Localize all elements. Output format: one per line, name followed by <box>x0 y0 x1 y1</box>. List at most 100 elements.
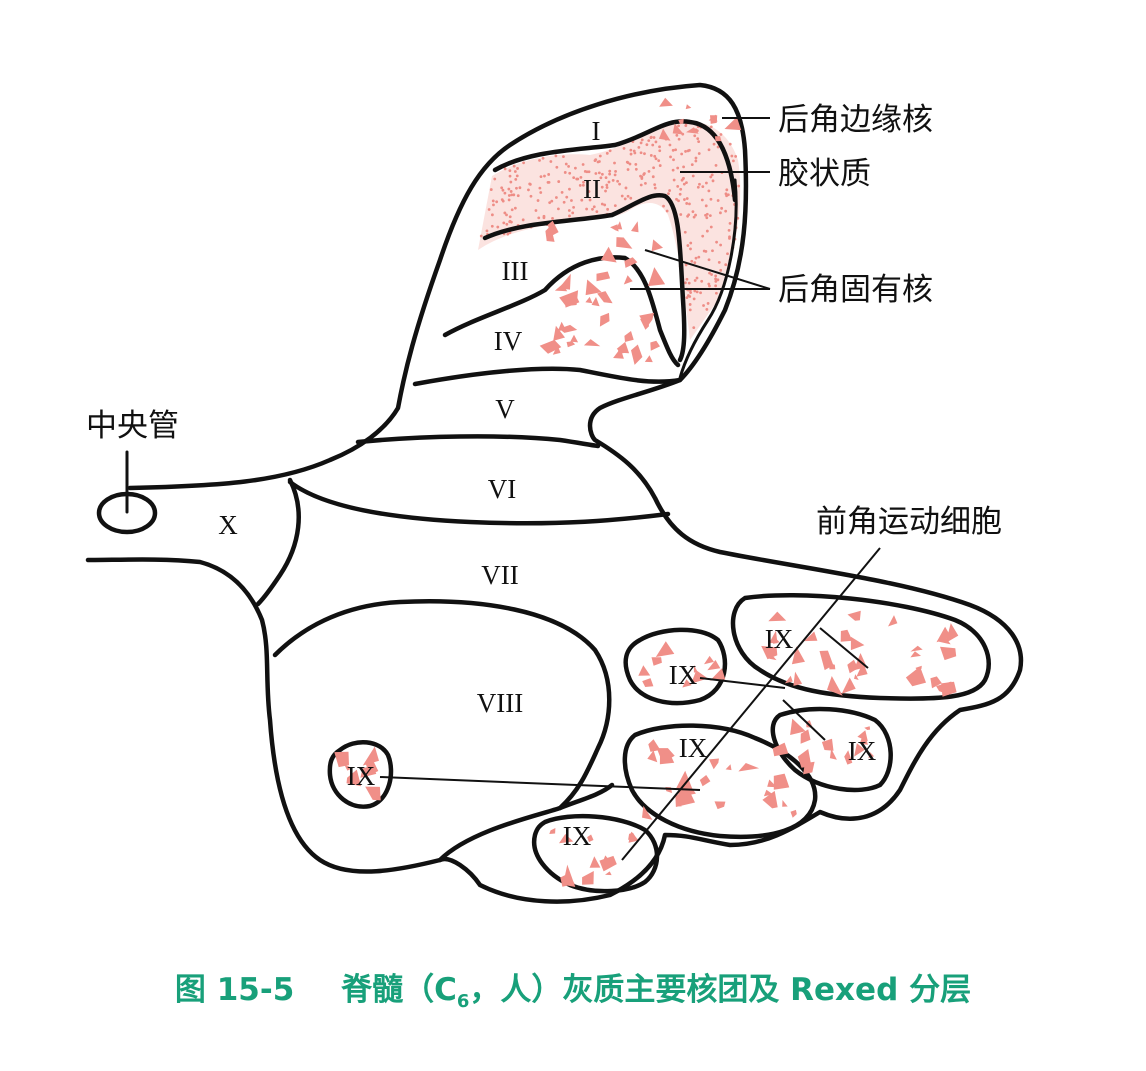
callout-nucleus-proprius: 后角固有核 <box>778 272 933 308</box>
stipple-dot <box>543 174 546 178</box>
stipple-dot <box>653 154 657 158</box>
boundary-dorsal-edge <box>678 178 738 380</box>
nucleus-fragment <box>704 655 714 665</box>
stipple-dot <box>574 166 577 170</box>
leader-motor-a <box>621 547 881 861</box>
stipple-dot <box>549 160 553 163</box>
stipple-dot <box>595 210 599 214</box>
stipple-dot <box>692 297 696 301</box>
nucleus-fragment <box>644 355 653 363</box>
nucleus-fragment <box>709 758 719 770</box>
nucleus-fragment <box>596 271 611 282</box>
nucleus-fragment <box>829 748 837 760</box>
stipple-dot <box>691 210 695 214</box>
stipple-dot <box>611 179 615 182</box>
stipple-dot <box>700 198 704 202</box>
nucleus-fragment <box>344 765 352 771</box>
nucleus-fragment <box>844 750 853 765</box>
nucleus-fragment <box>821 738 834 751</box>
stipple-dot <box>705 212 709 216</box>
stipple-dot <box>567 209 571 212</box>
stipple-dot <box>709 225 713 229</box>
stipple-dot <box>708 214 712 218</box>
nucleus-fragment <box>691 670 708 684</box>
stipple-dot <box>678 192 682 196</box>
motor-nucleus-ix-lateral-dorsal <box>730 593 991 701</box>
nucleus-fragment <box>854 743 865 757</box>
stipple-dot <box>707 258 711 262</box>
stipple-dot <box>709 175 713 179</box>
stipple-dot <box>571 211 575 215</box>
stipple-dot <box>709 125 713 129</box>
lamina-label-iii: III <box>502 256 529 286</box>
stipple-dot <box>697 140 701 144</box>
stipple-dot <box>562 155 565 159</box>
caption-subscript: 6 <box>456 991 470 1012</box>
nucleus-fragment <box>631 344 643 365</box>
stipple-dot <box>629 152 633 156</box>
stipple-dot <box>591 207 594 211</box>
nucleus-fragment <box>685 104 692 110</box>
stipple-dot <box>600 172 604 176</box>
nucleus-fragment <box>767 779 777 788</box>
stipple-dot <box>698 182 701 186</box>
stipple-dot <box>613 204 617 208</box>
stipple-dot <box>637 146 641 149</box>
nucleus-fragment <box>864 726 871 730</box>
stipple-dot <box>685 197 689 200</box>
stipple-dot <box>704 204 708 208</box>
stipple-dot <box>492 203 495 207</box>
nucleus-fragment <box>856 662 868 677</box>
stipple-dot <box>578 183 582 187</box>
stipple-dot <box>593 159 597 163</box>
stipple-dot <box>676 184 680 188</box>
lamina-label-ix-1: IX <box>765 624 794 654</box>
stipple-dot <box>503 211 507 215</box>
lamina-label-v: V <box>495 394 515 424</box>
stipple-dot <box>690 163 694 167</box>
stipple-dot <box>592 205 596 209</box>
boundary-ii-iii <box>482 193 687 363</box>
motor-nucleus-ix-medial <box>327 740 394 809</box>
nucleus-fragment <box>582 871 594 885</box>
stipple-dot <box>485 229 489 233</box>
stipple-dot <box>695 276 699 280</box>
nucleus-fragment <box>847 610 861 621</box>
nucleus-fragment <box>910 645 923 652</box>
stipple-dot <box>677 199 680 203</box>
stipple-dot <box>675 197 678 201</box>
nucleus-fragment <box>585 279 602 296</box>
nucleus-fragment <box>642 805 653 820</box>
nucleus-fragment <box>559 290 579 307</box>
stipple-dot <box>710 273 713 276</box>
stipple-dot <box>705 308 709 311</box>
callout-marginal-nucleus: 后角边缘核 <box>778 102 933 138</box>
callout-anterior-horn-motor-cells: 前角运动细胞 <box>816 504 1002 540</box>
stipple-dot <box>509 190 513 193</box>
stipple-dot <box>719 211 722 215</box>
nucleus-fragment <box>547 220 559 236</box>
stipple-dot <box>682 176 685 180</box>
lamina-label-vi: VI <box>488 474 517 504</box>
stipple-dot <box>685 296 689 300</box>
boundary-viii <box>272 599 612 863</box>
stipple-dot <box>518 186 522 190</box>
stipple-dot <box>599 176 603 180</box>
nucleus-fragment <box>603 855 611 862</box>
stipple-dot <box>581 163 585 166</box>
stipple-dot <box>562 200 566 204</box>
nucleus-fragment <box>558 273 571 290</box>
stipple-dot <box>507 194 511 197</box>
nucleus-fragment <box>854 674 859 680</box>
stipple-dot <box>667 192 670 195</box>
stipple-dot <box>707 148 711 152</box>
stipple-dot <box>560 190 564 194</box>
nucleus-fragment <box>910 651 921 658</box>
stipple-dot <box>714 274 718 278</box>
leader-nucleus-proprius-a <box>644 249 771 290</box>
stipple-dot <box>694 256 698 260</box>
nucleus-fragment <box>651 239 663 252</box>
stipple-dot <box>505 213 508 217</box>
stipple-dot <box>728 235 731 239</box>
nucleus-fragment <box>587 834 594 842</box>
